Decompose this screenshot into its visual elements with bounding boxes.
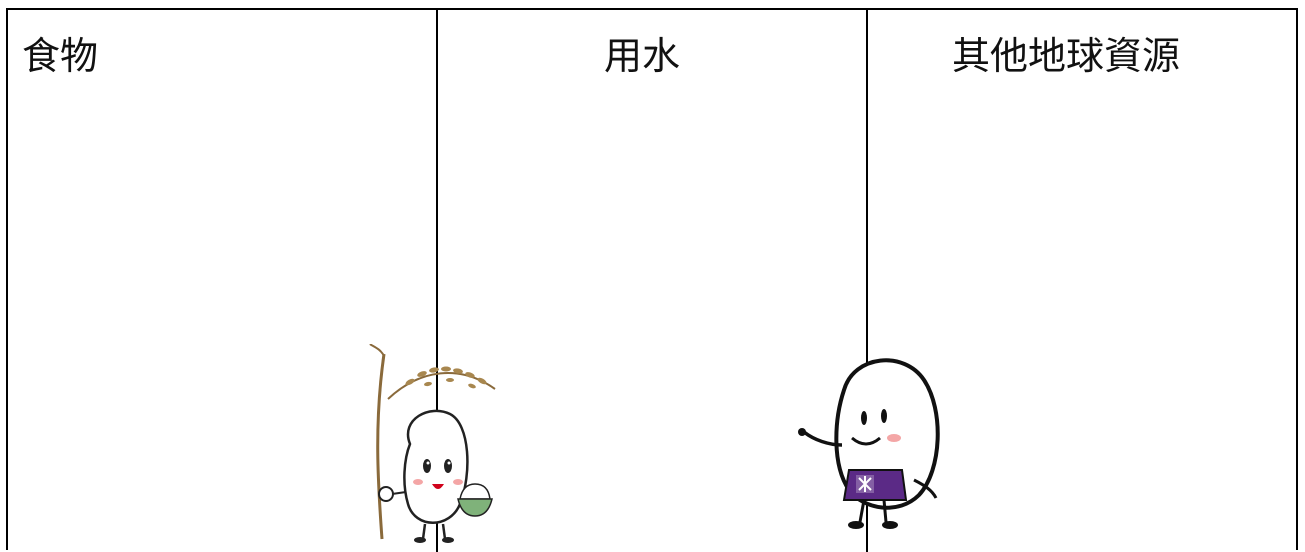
column-header-food: 食物 — [22, 34, 99, 78]
column-header-water: 用水 — [604, 34, 681, 78]
column-divider-2 — [866, 10, 868, 350]
column-header-earth-resources: 其他地球資源 — [952, 34, 1181, 78]
comparison-table: 食物 用水 其他地球資源 — [6, 8, 1298, 552]
rice-mascot-stalk-icon — [369, 344, 496, 543]
column-divider-1 — [436, 10, 438, 350]
rice-mascot-waving-icon — [798, 358, 940, 529]
